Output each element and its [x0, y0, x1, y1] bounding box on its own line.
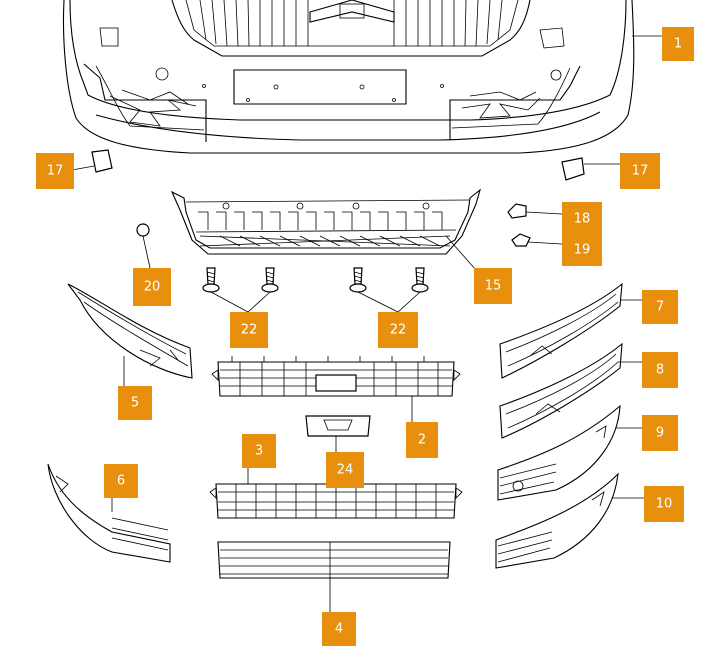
svg-text:17: 17 [47, 164, 64, 179]
callout-17-right: 17 [620, 153, 660, 189]
callout-17-left: 17 [36, 153, 74, 189]
bracket-part-24 [305, 415, 371, 437]
svg-text:3: 3 [255, 444, 263, 459]
lower-grille-insert-part-4 [217, 541, 451, 579]
callout-7: 7 [642, 290, 678, 324]
callout-5: 5 [118, 386, 152, 420]
bumper-cover-part [62, 0, 635, 154]
callout-4: 4 [322, 612, 356, 646]
right-trim-strip-part-7 [499, 282, 623, 379]
callout-22-right: 22 [378, 312, 418, 348]
svg-text:20: 20 [144, 280, 161, 295]
callout-1: 1 [662, 27, 694, 61]
callout-9: 9 [642, 415, 678, 451]
svg-text:5: 5 [131, 396, 139, 411]
fog-cover-right-part-10 [495, 472, 619, 569]
svg-text:4: 4 [335, 622, 343, 637]
main-grille-part-2 [211, 356, 461, 397]
svg-text:9: 9 [656, 426, 664, 441]
callout-15: 15 [474, 268, 512, 304]
callout-2: 2 [406, 422, 438, 458]
svg-text:24: 24 [337, 463, 354, 478]
impact-absorber-part [170, 188, 482, 255]
plug-part-20 [136, 223, 150, 237]
svg-text:19: 19 [574, 243, 591, 258]
svg-text:1: 1 [674, 37, 682, 52]
svg-text:22: 22 [390, 323, 407, 338]
svg-text:2: 2 [418, 433, 426, 448]
callout-18: 18 [562, 202, 602, 236]
callout-10: 10 [644, 486, 684, 522]
callout-22-left: 22 [230, 312, 268, 348]
callout-8: 8 [642, 352, 678, 388]
screws-part-22 [202, 267, 429, 293]
callout-19: 19 [562, 234, 602, 266]
callout-24: 24 [326, 452, 364, 488]
lower-grille-part-3 [209, 483, 463, 519]
svg-text:6: 6 [117, 474, 125, 489]
svg-text:8: 8 [656, 363, 664, 378]
svg-text:15: 15 [485, 279, 502, 294]
fog-cover-left-part-6 [47, 463, 171, 563]
svg-text:18: 18 [574, 212, 591, 227]
bumper-cap-left-part [91, 149, 113, 173]
svg-text:22: 22 [241, 323, 258, 338]
clip-part-18 [507, 203, 527, 219]
fog-cover-right-part-9 [497, 404, 621, 501]
clip-part-19 [511, 233, 531, 247]
svg-text:7: 7 [656, 300, 664, 315]
callout-3: 3 [242, 434, 276, 468]
left-trim-strip-part-5 [67, 283, 193, 379]
svg-text:10: 10 [656, 497, 673, 512]
right-trim-strip-part-8 [499, 342, 623, 439]
callout-6: 6 [104, 464, 138, 498]
svg-text:17: 17 [632, 164, 649, 179]
callout-20: 20 [133, 268, 171, 306]
bumper-cap-right-part [561, 157, 585, 181]
